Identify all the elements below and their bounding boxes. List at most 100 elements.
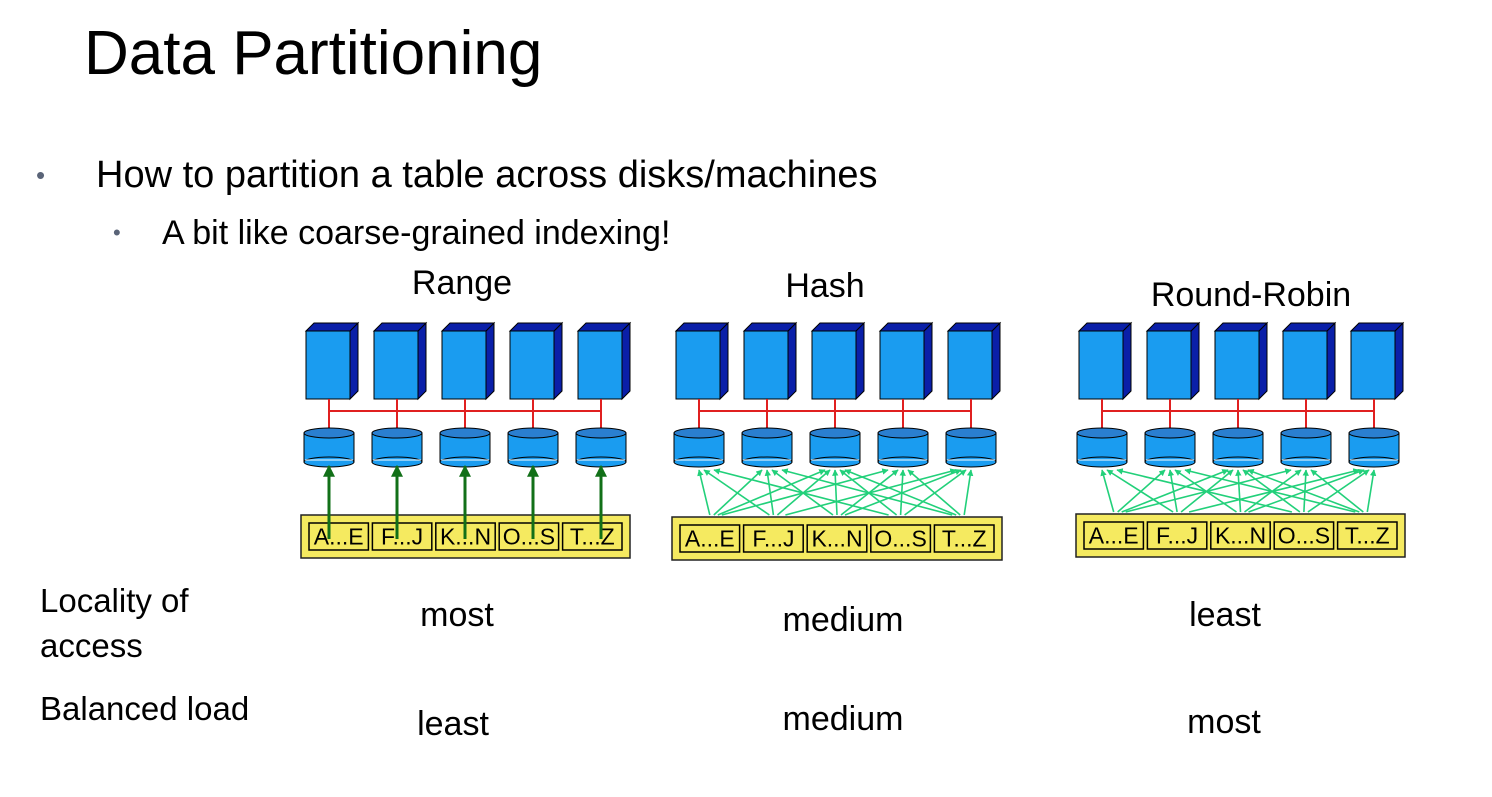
scatter-arrow xyxy=(703,469,770,516)
partition-label: F...J xyxy=(752,526,794,552)
partition-label: K...N xyxy=(811,526,862,552)
partition-cell: A...E xyxy=(679,524,741,553)
disk-icon xyxy=(877,427,929,468)
partition-cell: F...J xyxy=(371,522,433,551)
partition-cell: F...J xyxy=(742,524,804,553)
scatter-arrow xyxy=(1248,468,1365,513)
scatter-arrow xyxy=(1247,469,1360,513)
disk-icon xyxy=(809,427,861,468)
partition-cell: F...J xyxy=(1146,521,1208,550)
disk-icon xyxy=(945,427,997,468)
partition-label: F...J xyxy=(1156,523,1198,549)
scatter-arrow xyxy=(1167,469,1178,513)
scatter-arrow xyxy=(1235,469,1242,513)
partition-label: T...Z xyxy=(942,526,987,552)
locality-range: most xyxy=(420,596,494,634)
row-label-locality: Locality of access xyxy=(40,582,189,665)
partition-label: A...E xyxy=(685,526,735,552)
machine-icon xyxy=(508,321,564,401)
scatter-arrow xyxy=(1366,469,1377,513)
partition-cell: A...E xyxy=(308,522,370,551)
partition-cell: K...N xyxy=(806,524,868,553)
scatter-arrow xyxy=(1184,468,1356,513)
scheme-title-hash: Hash xyxy=(785,267,865,305)
scatter-arrow xyxy=(1100,469,1115,513)
partition-label: O...S xyxy=(503,524,555,550)
partition-cell: O...S xyxy=(870,524,932,553)
scatter-arrow xyxy=(1106,469,1174,513)
scatter-arrow xyxy=(1125,468,1292,513)
disk-icon xyxy=(1348,427,1400,468)
scatter-arrow xyxy=(1180,469,1234,513)
row-label-balance: Balanced load xyxy=(40,690,250,727)
scatter-arrow xyxy=(713,468,889,516)
machine-icon xyxy=(440,321,496,401)
disk-icon xyxy=(1144,427,1196,468)
machine-icon xyxy=(1077,321,1133,401)
balance-range: least xyxy=(417,705,489,743)
partition-label: T...Z xyxy=(570,524,615,550)
disk-icon xyxy=(673,427,725,468)
scatter-arrow xyxy=(904,469,967,516)
scatter-arrow xyxy=(776,469,831,516)
partition-label: A...E xyxy=(314,524,364,550)
disk-icon xyxy=(575,427,627,468)
machine-icon xyxy=(1213,321,1269,401)
machine-icon xyxy=(674,321,730,401)
machine-icon xyxy=(1281,321,1337,401)
bullet-text-level2: A bit like coarse-grained indexing! xyxy=(162,214,671,252)
machine-icon xyxy=(1349,321,1405,401)
slide-title: Data Partitioning xyxy=(84,19,543,88)
partition-cell: T...Z xyxy=(1336,521,1398,550)
scatter-arrow xyxy=(844,469,957,516)
machine-icon xyxy=(810,321,866,401)
machine-icon xyxy=(372,321,428,401)
scatter-arrow xyxy=(832,469,839,516)
machine-icon xyxy=(304,321,360,401)
bullet-marker: • xyxy=(36,160,46,190)
scheme-group-hash: A...E F...J K...N O...S T...Z xyxy=(671,321,1003,561)
machine-icon xyxy=(742,321,798,401)
bullet-marker-sub: • xyxy=(113,220,121,245)
locality-round-robin: least xyxy=(1189,596,1261,634)
disk-icon xyxy=(371,427,423,468)
machine-icon xyxy=(878,321,934,401)
locality-hash: medium xyxy=(782,601,904,639)
scheme-title-range: Range xyxy=(411,264,513,302)
partition-label: F...J xyxy=(381,524,423,550)
scatter-arrow xyxy=(1307,469,1370,513)
partition-label: A...E xyxy=(1089,523,1139,549)
balance-hash: medium xyxy=(782,700,904,738)
machine-icon xyxy=(946,321,1002,401)
scatter-arrow xyxy=(713,469,763,516)
bullet-text-level1: How to partition a table across disks/ma… xyxy=(96,154,878,196)
partition-label: O...S xyxy=(1278,523,1330,549)
disk-icon xyxy=(303,427,355,468)
scatter-arrow xyxy=(781,468,953,516)
disk-icon xyxy=(741,427,793,468)
scatter-arrow xyxy=(717,469,826,516)
disk-icon xyxy=(1076,427,1128,468)
partition-cell: T...Z xyxy=(933,524,995,553)
partition-cell: O...S xyxy=(1273,521,1335,550)
scatter-arrow xyxy=(963,469,974,516)
disk-icon xyxy=(507,427,559,468)
scheme-group-range: A...EF...JK...NO...ST...Z xyxy=(300,321,632,559)
partition-cell: A...E xyxy=(1083,521,1145,550)
scheme-title-round-robin: Round-Robin xyxy=(1150,276,1352,314)
partition-cell: T...Z xyxy=(561,522,623,551)
partition-label: K...N xyxy=(1215,523,1266,549)
machine-icon xyxy=(1145,321,1201,401)
scatter-arrow xyxy=(697,469,711,516)
partition-cell: K...N xyxy=(1210,521,1271,550)
disk-icon xyxy=(439,427,491,468)
scatter-arrow xyxy=(1116,468,1293,513)
scatter-arrow xyxy=(764,469,775,516)
balance-round-robin: most xyxy=(1187,703,1261,741)
disk-icon xyxy=(1280,427,1332,468)
scatter-arrow xyxy=(1117,469,1166,513)
disk-icon xyxy=(1212,427,1264,468)
scatter-arrow xyxy=(844,469,962,516)
